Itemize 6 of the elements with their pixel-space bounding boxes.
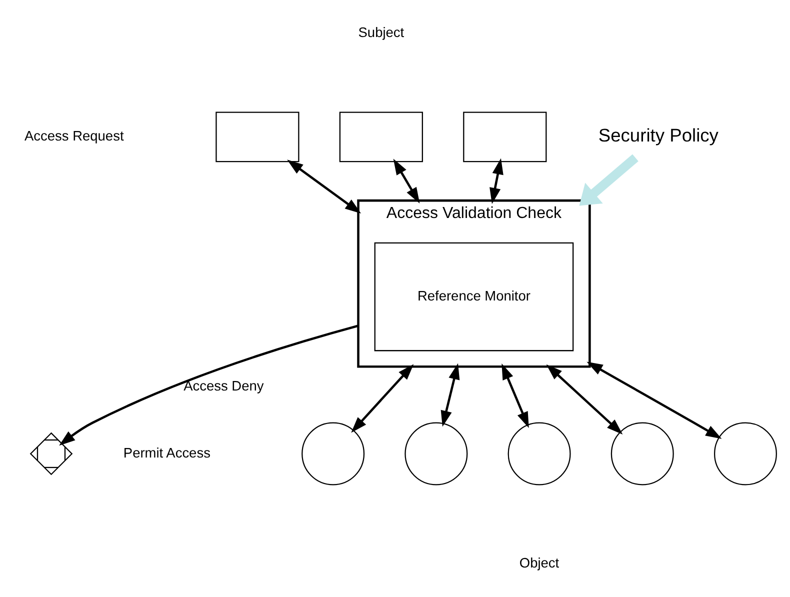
label: Object: [518, 555, 559, 570]
label: Permit Access: [122, 445, 210, 460]
node-text: Security Policy: [598, 124, 718, 146]
edge-label: Access Deny: [183, 378, 264, 394]
label: Subject: [358, 24, 404, 40]
label: Access Request: [24, 128, 124, 144]
